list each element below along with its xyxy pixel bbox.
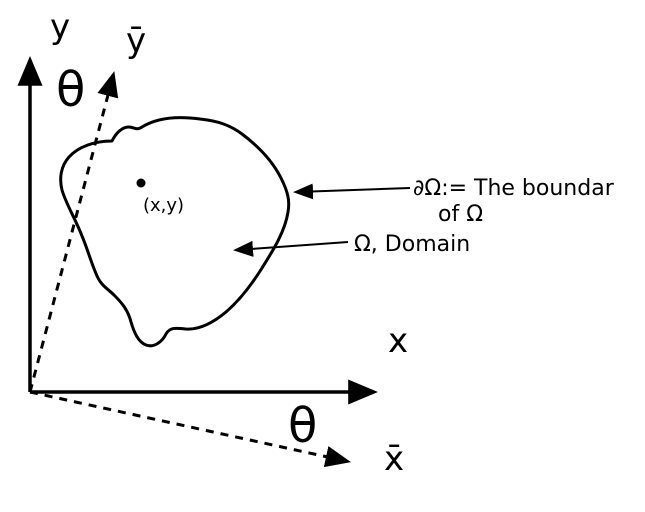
domain-annotation-arrow bbox=[233, 240, 349, 257]
domain-annotation-label: Ω, Domain bbox=[354, 232, 470, 257]
boundary-annotation-arrow bbox=[293, 183, 411, 200]
x-axis-label: x bbox=[388, 321, 408, 361]
domain-boundary-curve bbox=[59, 116, 291, 348]
theta-lower-label: θ bbox=[288, 398, 317, 454]
boundary-annotation-line2: of Ω bbox=[438, 202, 483, 227]
xbar-axis-label: x̄ bbox=[384, 439, 404, 479]
ybar-axis-line bbox=[28, 71, 119, 393]
boundary-annotation-line1: ∂Ω:= The boundar bbox=[413, 176, 615, 201]
point-marker bbox=[136, 178, 146, 188]
theta-upper-label: θ bbox=[56, 62, 85, 118]
y-axis-label: y bbox=[50, 7, 70, 47]
point-coords-label: (x,y) bbox=[143, 195, 184, 216]
ybar-axis-label: ȳ bbox=[126, 21, 146, 61]
